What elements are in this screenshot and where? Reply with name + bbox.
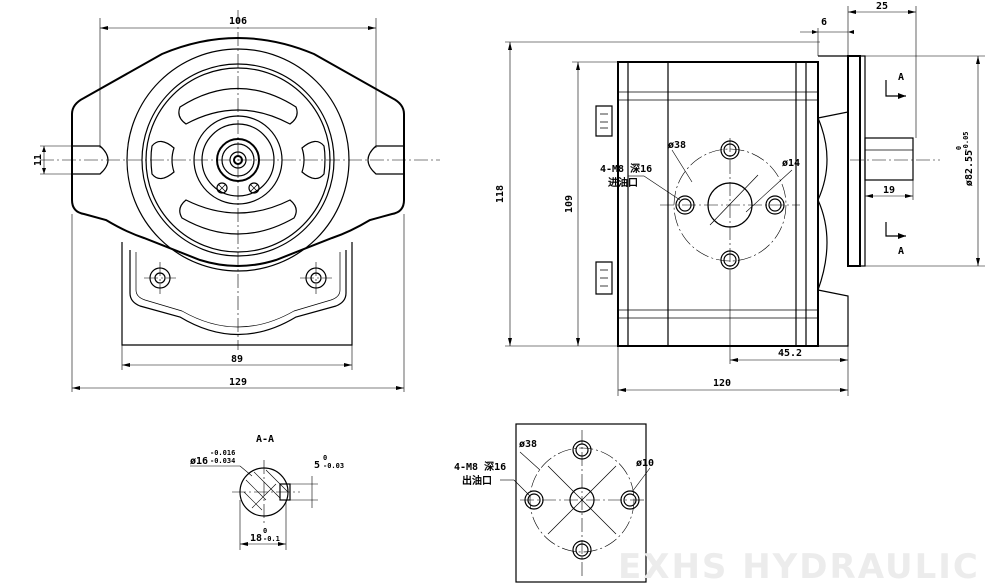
dim-shaft-dia-tol-lower: -0.05 — [962, 131, 970, 152]
dim-side-length: 120 — [713, 378, 731, 389]
section-mark-bottom: A — [898, 246, 904, 257]
label-outlet-thread: 4-M8 深16 — [454, 460, 506, 473]
dim-flange-width: 25 — [876, 1, 888, 12]
dim-side-height-outer: 118 — [495, 185, 506, 203]
dim-slot-width: 11 — [33, 154, 44, 166]
section-a-a: A-A ø16 -0.016 -0.034 5 0 -0.03 18 0 -0.… — [190, 434, 344, 550]
bottom-port-view: ø38 ø10 4-M8 深16 出油口 — [454, 423, 654, 583]
dim-front-width-top: 106 — [229, 16, 247, 27]
dim-key-tol-upper: 0 — [323, 454, 327, 462]
dim-front-base-width: 89 — [231, 354, 243, 365]
label-inlet-name: 进油口 — [608, 176, 638, 189]
label-port-dia: ø14 — [782, 158, 800, 169]
side-view: ø38 ø14 4-M8 深16 进油口 118 109 120 45.2 25 — [495, 1, 985, 396]
dim-port-offset: 45.2 — [778, 348, 802, 359]
label-outlet-name: 出油口 — [462, 474, 492, 487]
dim-shaft-dia: ø82.55 — [964, 150, 975, 186]
dim-side-height-inner: 109 — [564, 195, 575, 213]
front-view: 106 129 89 11 — [33, 10, 440, 392]
dim-section-dia-tol-lower: -0.034 — [210, 457, 235, 465]
dim-section-dia-tol-upper: -0.016 — [210, 449, 235, 457]
dim-flange-step: 6 — [821, 17, 827, 28]
dim-front-flange-width: 129 — [229, 377, 247, 388]
dim-key-height-tol-lower: -0.1 — [263, 535, 280, 543]
dim-shaft-length: 19 — [883, 185, 895, 196]
section-mark-top: A — [898, 72, 904, 83]
dim-key-height: 18 — [250, 533, 262, 544]
dim-key-tol-lower: -0.03 — [323, 462, 344, 470]
label-port-pcd: ø38 — [668, 140, 686, 151]
label-inlet-thread: 4-M8 深16 — [600, 162, 652, 175]
dim-key-width: 5 — [314, 460, 320, 471]
label-bottom-port-dia: ø10 — [636, 458, 654, 469]
section-title: A-A — [256, 434, 274, 445]
label-bottom-pcd: ø38 — [519, 439, 537, 450]
dim-key-height-tol-upper: 0 — [263, 527, 267, 535]
dim-section-dia: ø16 — [190, 456, 208, 467]
watermark: EXHS HYDRAULIC — [618, 547, 980, 586]
dim-shaft-dia-tol-upper: 0 — [955, 146, 963, 150]
